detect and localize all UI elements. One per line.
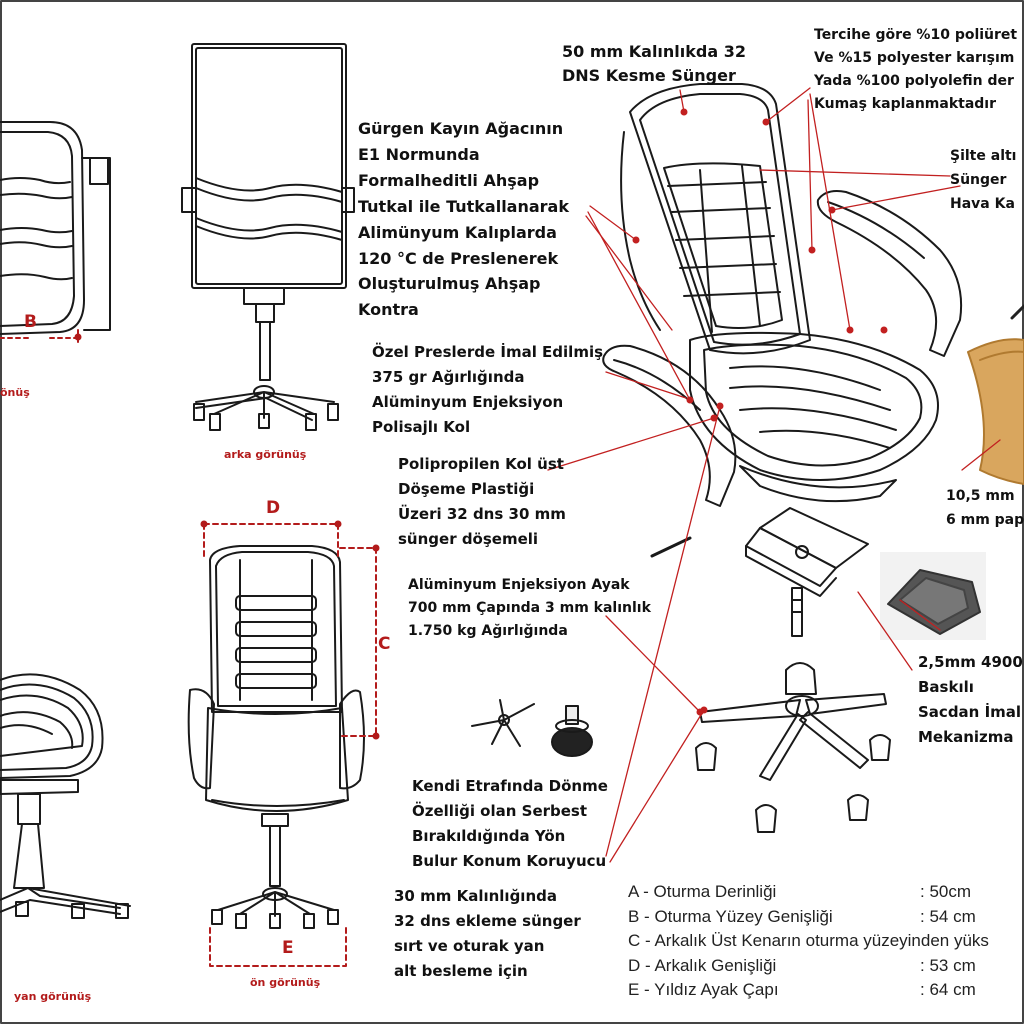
caster-wheel-icon bbox=[551, 705, 593, 757]
legend-text: E - Yıldız Ayak Çapı bbox=[628, 980, 779, 999]
legend-value: : 50cm bbox=[920, 882, 972, 901]
side-view-chair bbox=[0, 673, 131, 919]
main-chair-drawing bbox=[602, 83, 963, 833]
legend-row: A - Oturma Derinliği : 50cm bbox=[628, 880, 1024, 905]
base-note: Alüminyum Enjeksiyon Ayak 700 mm Çapında… bbox=[408, 577, 651, 640]
caster-note: Kendi Etrafında Dönme Özelliği olan Serb… bbox=[412, 777, 608, 870]
back-view-caption: arka görünüş bbox=[224, 448, 307, 461]
front-view-caption: ön görünüş bbox=[250, 976, 321, 989]
ply-note: 10,5 mm 6 mm pap bbox=[946, 488, 1024, 529]
legend-text: B - Oturma Yüzey Genişliği bbox=[628, 906, 833, 926]
leader-dots bbox=[632, 108, 888, 716]
legend-value: : 53 cm bbox=[920, 955, 976, 975]
legend-row: D - Arkalık Genişliği : 53 cm bbox=[628, 954, 1024, 979]
dimension-c-label: C bbox=[378, 634, 391, 654]
fabric-note: Tercihe göre %10 poliüret Ve %15 polyest… bbox=[814, 27, 1018, 113]
back-view-chair bbox=[181, 43, 355, 431]
front-view-chair bbox=[187, 520, 380, 967]
mechanism-photo bbox=[880, 552, 986, 640]
legend-text: D - Arkalık Genişliği bbox=[628, 955, 777, 975]
legend-value: : 54 cm bbox=[920, 906, 976, 926]
top-view-caption: önüş bbox=[0, 386, 30, 399]
legend-text: C - Arkalık Üst Kenarın oturma yüzeyinde… bbox=[628, 931, 989, 950]
plywood-photo bbox=[967, 304, 1024, 485]
side-foam-note: 30 mm Kalınlığında 32 dns ekleme sünger … bbox=[394, 887, 581, 980]
foam-top-note: 50 mm Kalınlıkda 32 DNS Kesme Sünger bbox=[562, 42, 746, 85]
side-view-caption: yan görünüş bbox=[14, 990, 92, 1003]
top-view-chair bbox=[0, 121, 111, 343]
dimension-b-label: B bbox=[24, 312, 37, 332]
legend-value: : 64 cm bbox=[920, 980, 976, 999]
star-base-icon bbox=[471, 699, 535, 747]
cushion-note: Şilte altı Sünger Hava Ka bbox=[950, 148, 1017, 213]
mechanism-note: 2,5mm 4900 Baskılı Sacdan İmal Mekanizma bbox=[918, 653, 1023, 746]
legend-row: B - Oturma Yüzey Genişliği : 54 cm bbox=[628, 905, 1024, 930]
wood-note: Gürgen Kayın Ağacının E1 Normunda Formal… bbox=[358, 119, 569, 320]
dimension-legend: A - Oturma Derinliği : 50cm B - Oturma Y… bbox=[628, 880, 1024, 1003]
dimension-d-label: D bbox=[266, 498, 281, 518]
legend-row: E - Yıldız Ayak Çapı : 64 cm bbox=[628, 978, 1024, 1003]
arm-note: Özel Preslerde İmal Edilmiş 375 gr Ağırl… bbox=[372, 343, 604, 436]
legend-row: C - Arkalık Üst Kenarın oturma yüzeyinde… bbox=[628, 929, 1024, 954]
arm-top-note: Polipropilen Kol üst Döşeme Plastiği Üze… bbox=[398, 455, 566, 548]
dimension-e-label: E bbox=[282, 938, 294, 958]
legend-text: A - Oturma Derinliği bbox=[628, 882, 777, 901]
